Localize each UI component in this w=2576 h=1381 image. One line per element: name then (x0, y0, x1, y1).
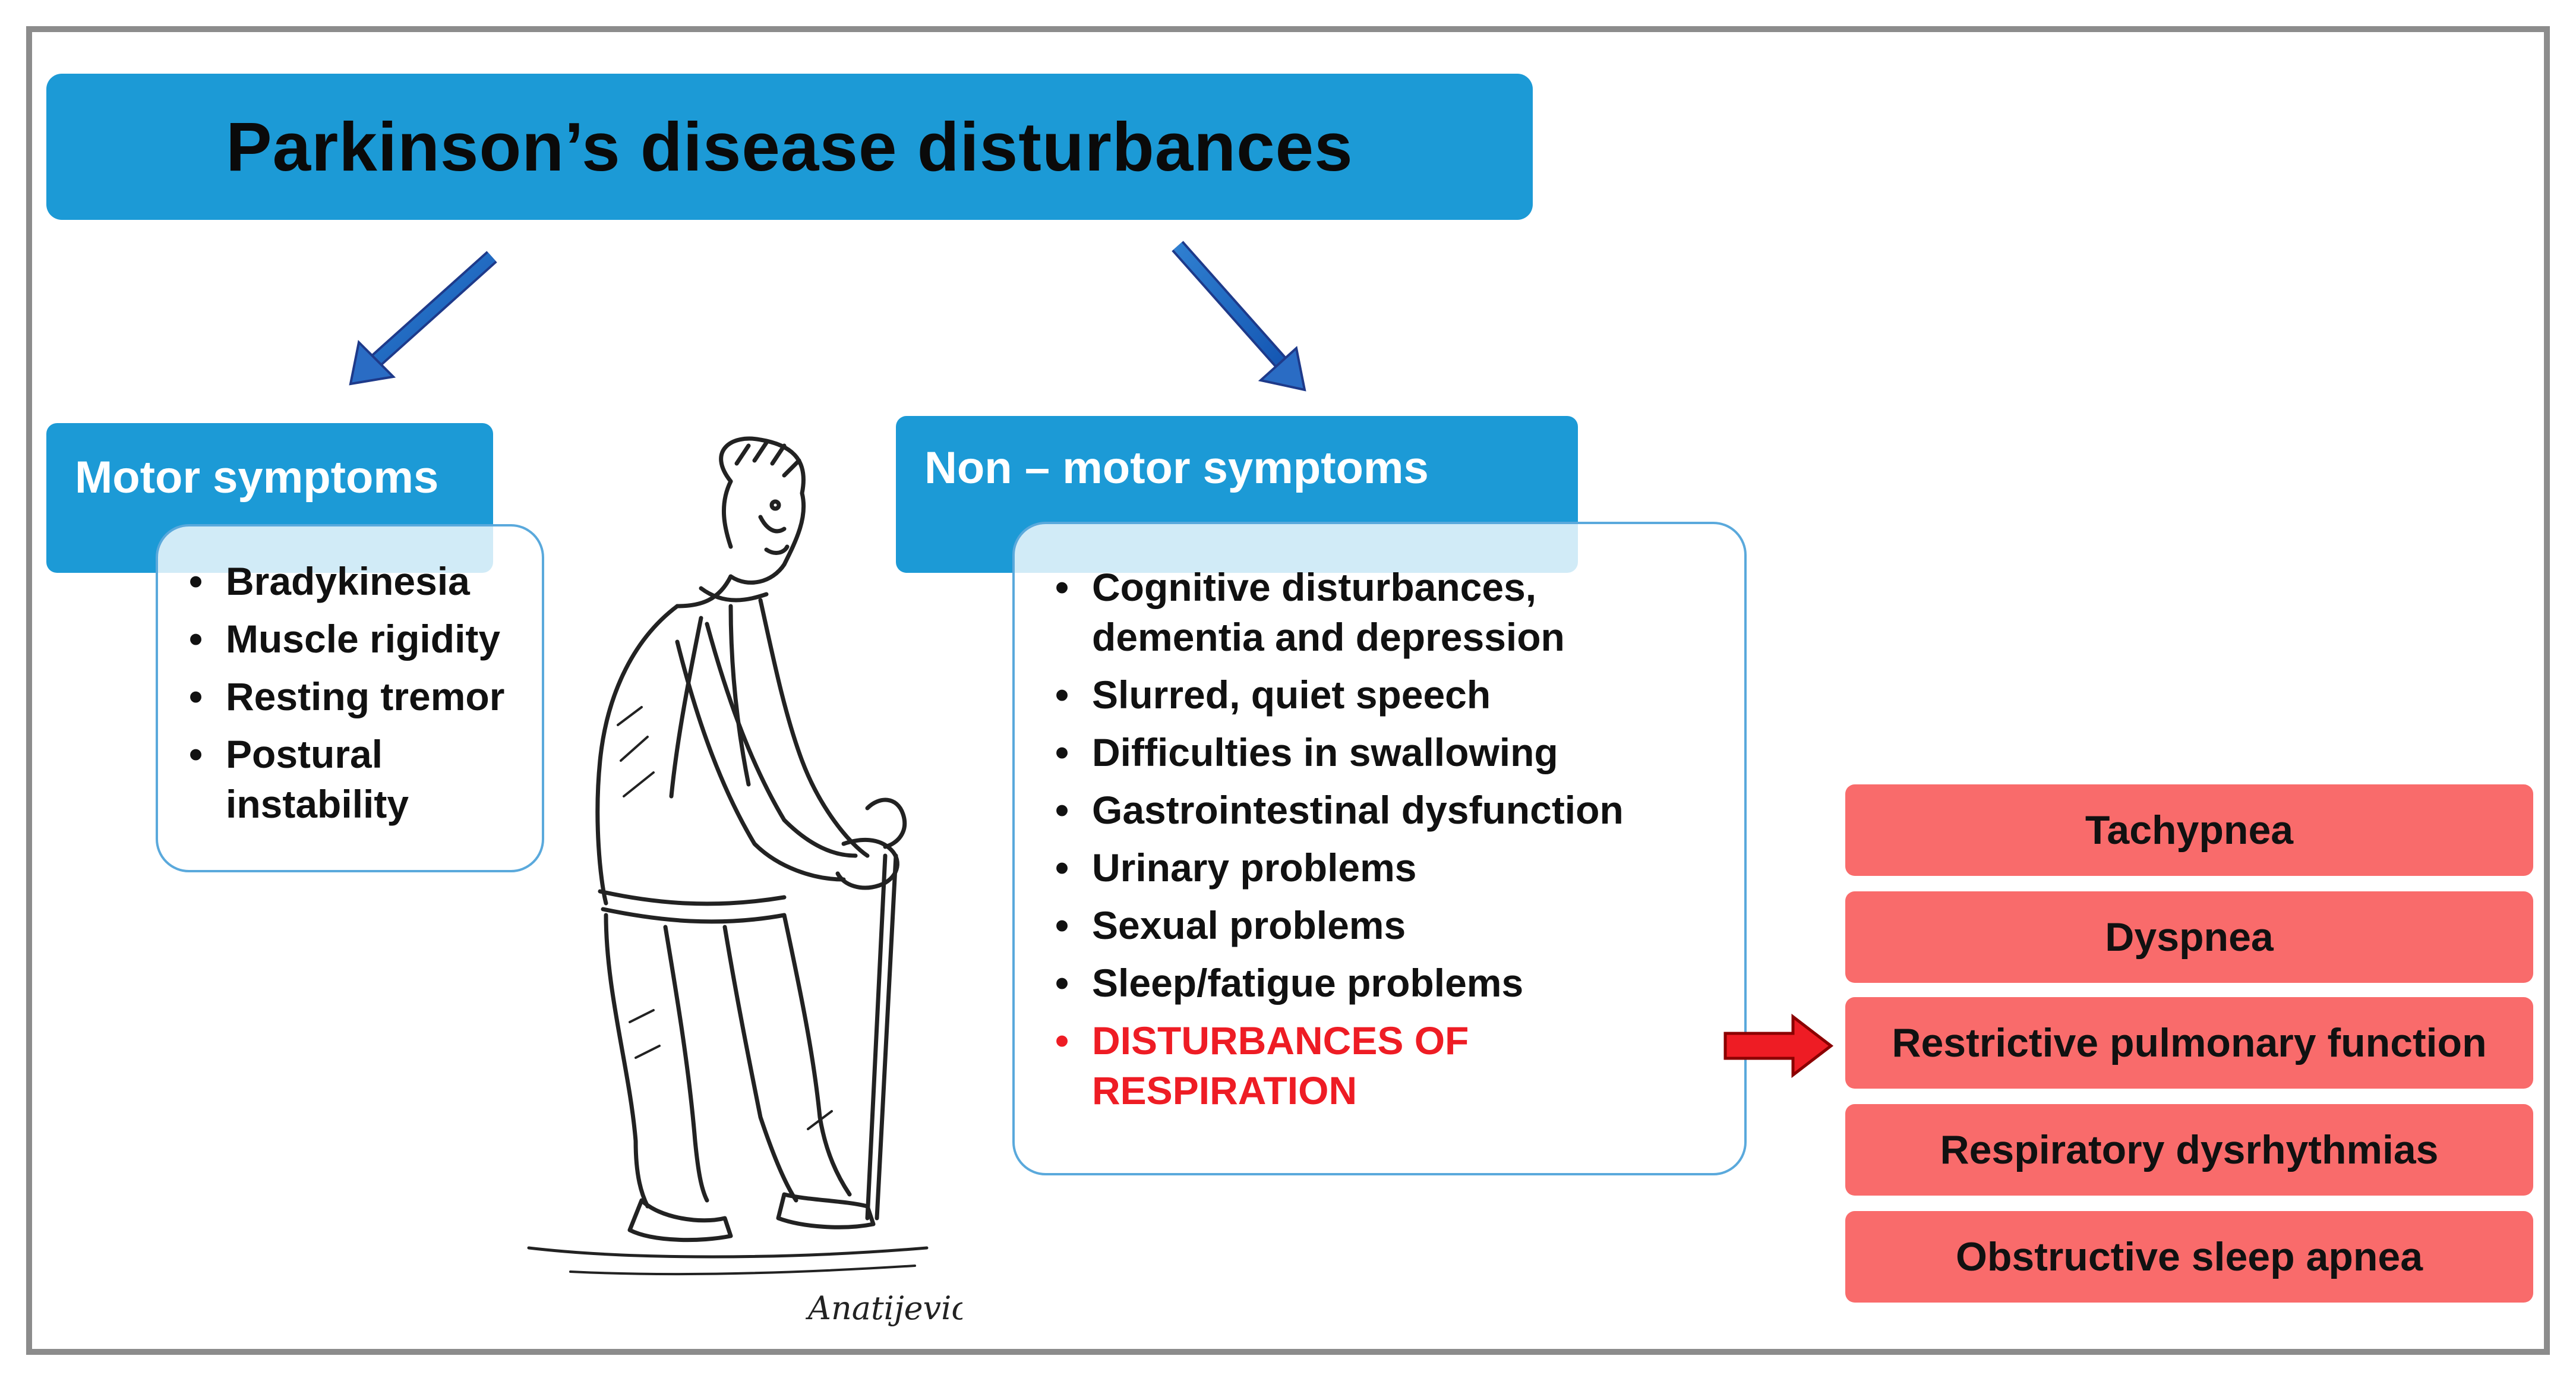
motor-list: Bradykinesia Muscle rigidity Resting tre… (189, 556, 539, 829)
list-item: Gastrointestinal dysfunction (1055, 785, 1726, 835)
resp-box-dyspnea: Dyspnea (1845, 891, 2533, 983)
arrow-to-motor-icon (349, 251, 497, 386)
list-item: Postural instability (189, 729, 452, 829)
list-item: Urinary problems (1055, 843, 1726, 893)
title-box: Parkinson’s disease disturbances (46, 74, 1533, 220)
non-motor-heading: Non – motor symptoms (924, 443, 1429, 493)
non-motor-list: Cognitive disturbances, dementia and dep… (1055, 562, 1726, 1115)
red-arrow-icon (1723, 1013, 1834, 1079)
resp-box-restrictive: Restrictive pulmonary function (1845, 997, 2533, 1089)
motor-heading: Motor symptoms (75, 452, 439, 503)
list-item: Resting tremor (189, 671, 539, 721)
arrow-to-non-motor-icon (1172, 241, 1306, 392)
list-item: Cognitive disturbances, dementia and dep… (1055, 562, 1603, 662)
resp-box-dysrhythmias: Respiratory dysrhythmias (1845, 1104, 2533, 1196)
list-item: Sexual problems (1055, 900, 1726, 950)
list-item: Difficulties in swallowing (1055, 727, 1726, 777)
list-item: Muscle rigidity (189, 614, 539, 664)
resp-box-sleep-apnea: Obstructive sleep apnea (1845, 1211, 2533, 1303)
list-item: Sleep/fatigue problems (1055, 958, 1726, 1008)
elderly-man-sketch-icon: Anatijevic (527, 436, 962, 1327)
list-item: Slurred, quiet speech (1055, 670, 1726, 720)
artist-signature: Anatijevic (805, 1289, 962, 1327)
highlight-item: DISTURBANCES OF RESPIRATION (1055, 1016, 1726, 1115)
resp-box-tachypnea: Tachypnea (1845, 784, 2533, 876)
list-item: Bradykinesia (189, 556, 539, 606)
diagram-title: Parkinson’s disease disturbances (226, 108, 1353, 185)
